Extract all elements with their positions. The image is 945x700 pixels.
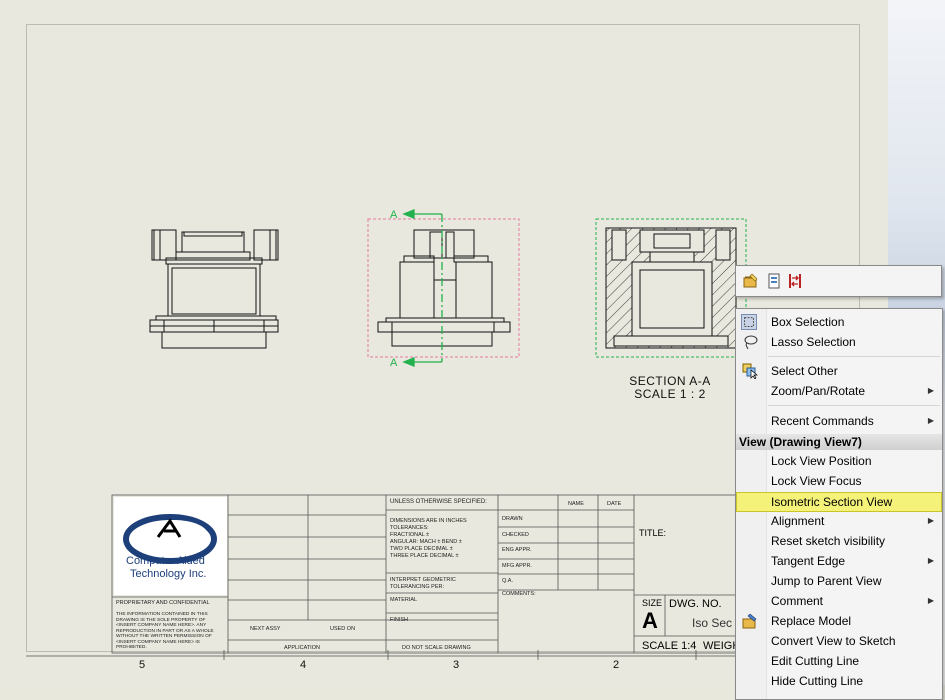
title-label: TITLE: — [639, 528, 667, 538]
menu-item-hide-cutting-line[interactable]: Hide Cutting Line — [771, 674, 864, 688]
company-logo: Computer Aided Technology Inc. — [114, 497, 227, 595]
menu-item-lock-view-focus[interactable]: Lock View Focus — [771, 474, 862, 488]
menu-item-comment[interactable]: Comment ▶ — [736, 591, 942, 611]
three-place-label: THREE PLACE DECIMAL ± — [390, 553, 459, 559]
angular-label: ANGULAR: MACH ± BEND ± — [390, 539, 462, 545]
material-label: MATERIAL — [390, 597, 418, 603]
menu-item-zoom-pan-rotate[interactable]: Zoom/Pan/Rotate ▶ — [736, 381, 942, 401]
submenu-arrow-icon: ▶ — [927, 416, 934, 425]
fractional-label: FRACTIONAL ± — [390, 532, 430, 538]
checked-label: CHECKED — [502, 532, 529, 538]
menu-item-edit-cutting-line[interactable]: Edit Cutting Line — [771, 654, 860, 668]
selected-view-border-pink[interactable] — [367, 218, 520, 358]
company-name-line1: Computer Aided — [126, 555, 205, 567]
name-label: NAME — [568, 501, 584, 507]
zone-label-4: 4 — [300, 659, 307, 671]
unless-label: UNLESS OTHERWISE SPECIFIED: — [390, 499, 487, 505]
submenu-arrow-icon: ▶ — [927, 516, 934, 525]
box-selection-icon — [741, 314, 757, 330]
menu-item-convert-view-to-sketch[interactable]: Convert View to Sketch — [771, 634, 896, 648]
menu-item-select-other[interactable]: Select Other — [736, 361, 942, 381]
menu-item-jump-to-parent-view[interactable]: Jump to Parent View — [771, 574, 882, 588]
dwg-no-label: DWG. NO. — [669, 598, 722, 610]
company-name-line2: Technology Inc. — [130, 568, 207, 580]
section-label-line2: SCALE 1 : 2 — [634, 387, 706, 401]
menu-section-header: View (Drawing View7) — [736, 434, 942, 450]
front-view[interactable] — [149, 229, 279, 349]
context-menu: Box Selection Lasso Selection Select Oth… — [735, 308, 943, 700]
section-arrow-label-top: A — [390, 209, 398, 221]
menu-item-tangent-edge[interactable]: Tangent Edge ▶ — [736, 551, 942, 571]
date-label: DATE — [607, 501, 622, 507]
section-label-line1: SECTION A-A — [629, 374, 711, 388]
proprietary-text: THE INFORMATION CONTAINED IN THIS DRAWIN… — [116, 612, 214, 650]
submenu-arrow-icon: ▶ — [927, 556, 934, 565]
proprietary-title: PROPRIETARY AND CONFIDENTIAL — [116, 600, 210, 606]
flip-section-icon[interactable] — [786, 272, 804, 290]
logo-swoosh-icon — [123, 514, 217, 564]
drawn-label: DRAWN — [502, 516, 523, 522]
menu-item-lock-view-position[interactable]: Lock View Position — [771, 454, 872, 468]
submenu-arrow-icon: ▶ — [927, 596, 934, 605]
comments-label: COMMENTS: — [502, 591, 536, 597]
dwg-no-value: Iso Sec — [692, 616, 733, 630]
qa-label: Q.A. — [502, 578, 514, 584]
used-on-label: USED ON — [330, 626, 356, 632]
do-not-scale-label: DO NOT SCALE DRAWING — [402, 645, 471, 651]
open-drawing-icon[interactable] — [742, 272, 760, 290]
menu-item-replace-model[interactable]: Replace Model — [736, 611, 942, 631]
section-view-border[interactable] — [595, 218, 747, 358]
application-label: APPLICATION — [284, 645, 320, 651]
zone-label-5: 5 — [139, 659, 146, 671]
drawing-canvas[interactable]: A A — [0, 0, 888, 685]
tolerancing-label: TOLERANCING PER: — [390, 584, 444, 590]
submenu-arrow-icon: ▶ — [927, 386, 934, 395]
eng-appr-label: ENG APPR. — [502, 547, 532, 553]
menu-item-recent-commands[interactable]: Recent Commands ▶ — [736, 411, 942, 431]
menu-item-box-selection[interactable]: Box Selection — [736, 312, 942, 332]
view-properties-icon[interactable] — [765, 272, 783, 290]
mfg-appr-label: MFG APPR. — [502, 563, 532, 569]
lasso-selection-icon — [744, 335, 758, 350]
finish-label: FINISH — [390, 617, 409, 623]
context-toolbar — [735, 265, 942, 297]
menu-item-isometric-section-view[interactable]: Isometric Section View — [736, 492, 942, 512]
menu-item-alignment[interactable]: Alignment ▶ — [736, 511, 942, 531]
size-value: A — [642, 608, 658, 633]
replace-model-icon — [742, 613, 757, 629]
tolerances-label: TOLERANCES: — [390, 525, 429, 531]
section-view[interactable] — [605, 227, 737, 349]
dimensions-label: DIMENSIONS ARE IN INCHES — [390, 518, 467, 524]
select-other-icon — [742, 363, 758, 379]
menu-item-reset-sketch-visibility[interactable]: Reset sketch visibility — [771, 534, 886, 548]
section-line[interactable] — [402, 209, 443, 367]
menu-item-lasso-selection[interactable]: Lasso Selection — [736, 332, 942, 352]
section-arrow-label-bottom: A — [390, 357, 398, 369]
scale-label: SCALE 1:4 — [642, 640, 697, 652]
menu-separator — [768, 405, 940, 406]
zone-label-3: 3 — [453, 659, 460, 671]
two-place-label: TWO PLACE DECIMAL ± — [390, 546, 453, 552]
zone-label-2: 2 — [613, 659, 620, 671]
size-label: SIZE — [642, 598, 663, 608]
weight-label: WEIGH — [703, 640, 741, 652]
interpret-label: INTERPRET GEOMETRIC — [390, 577, 456, 583]
section-view-label: SECTION A-A SCALE 1 : 2 — [595, 375, 745, 401]
side-view[interactable] — [377, 229, 511, 347]
next-assy-label: NEXT ASSY — [250, 626, 281, 632]
menu-separator — [768, 356, 940, 357]
